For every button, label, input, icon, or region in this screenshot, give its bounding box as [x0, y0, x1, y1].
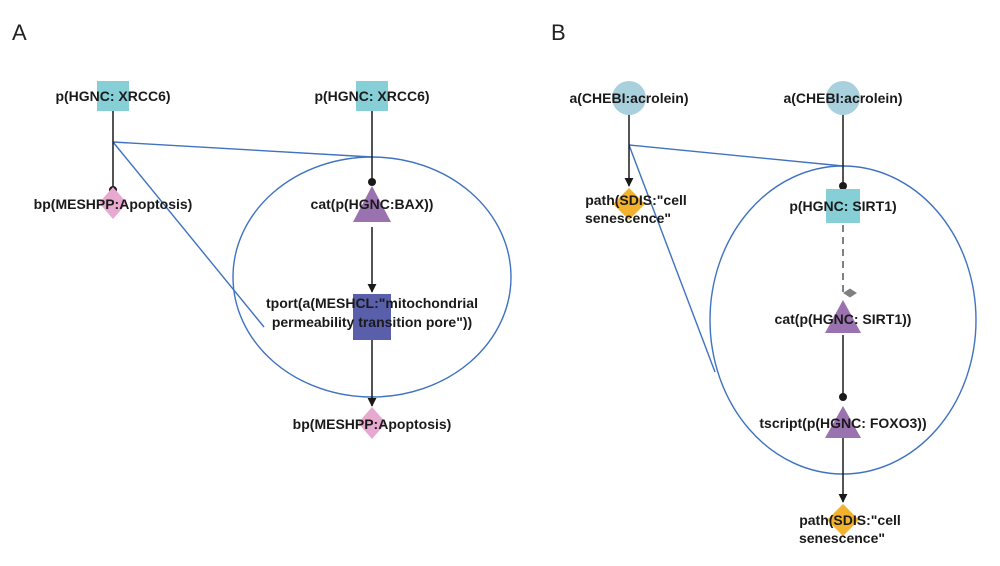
pathology-diamond-node[interactable]: [827, 504, 859, 536]
node-label: bp(MESHPP:Apoptosis): [293, 416, 452, 432]
nodes-b: [612, 81, 861, 536]
activity-triangle-node[interactable]: [825, 406, 861, 438]
panel-b: B a(: [551, 20, 977, 546]
node-label: cat(p(HGNC:BAX)): [311, 196, 434, 212]
node-label: bp(MESHPP:Apoptosis): [34, 196, 193, 212]
node-label: p(HGNC: SIRT1): [789, 198, 896, 214]
protein-square-node[interactable]: [826, 189, 860, 223]
node-label: a(CHEBI:acrolein): [569, 90, 688, 106]
biological-process-diamond-node[interactable]: [358, 407, 386, 439]
edges-b: [624, 106, 857, 503]
transport-square-node[interactable]: [353, 294, 391, 340]
zoom-line-upper: [628, 144, 844, 167]
node-label: cat(p(HGNC: SIRT1)): [775, 311, 912, 327]
nodes-a: [97, 81, 391, 439]
panel-letter-b: B: [551, 20, 566, 45]
node-label: p(HGNC: XRCC6): [55, 88, 170, 104]
labels-a: p(HGNC: XRCC6) bp(MESHPP:Apoptosis) p(HG…: [34, 88, 478, 432]
zoom-connector-a: [112, 141, 512, 398]
pathology-diamond-node[interactable]: [613, 188, 645, 220]
edges-a: [109, 106, 377, 407]
zoom-line-lower: [112, 141, 265, 328]
zoom-line-upper: [112, 141, 373, 158]
activity-triangle-node[interactable]: [825, 300, 861, 333]
protein-square-node[interactable]: [356, 81, 388, 111]
node-label: p(HGNC: XRCC6): [314, 88, 429, 104]
node-label: a(CHEBI:acrolein): [783, 90, 902, 106]
abundance-circle-node[interactable]: [826, 81, 860, 115]
protein-square-node[interactable]: [97, 81, 129, 111]
node-label: tscript(p(HGNC: FOXO3)): [759, 415, 926, 431]
panel-a: A p(HGNC: XRCC6): [12, 20, 512, 439]
abundance-circle-node[interactable]: [612, 81, 646, 115]
zoom-line-lower: [628, 144, 716, 373]
panel-letter-a: A: [12, 20, 27, 45]
activity-triangle-node[interactable]: [353, 186, 391, 222]
biological-process-diamond-node[interactable]: [99, 187, 127, 219]
